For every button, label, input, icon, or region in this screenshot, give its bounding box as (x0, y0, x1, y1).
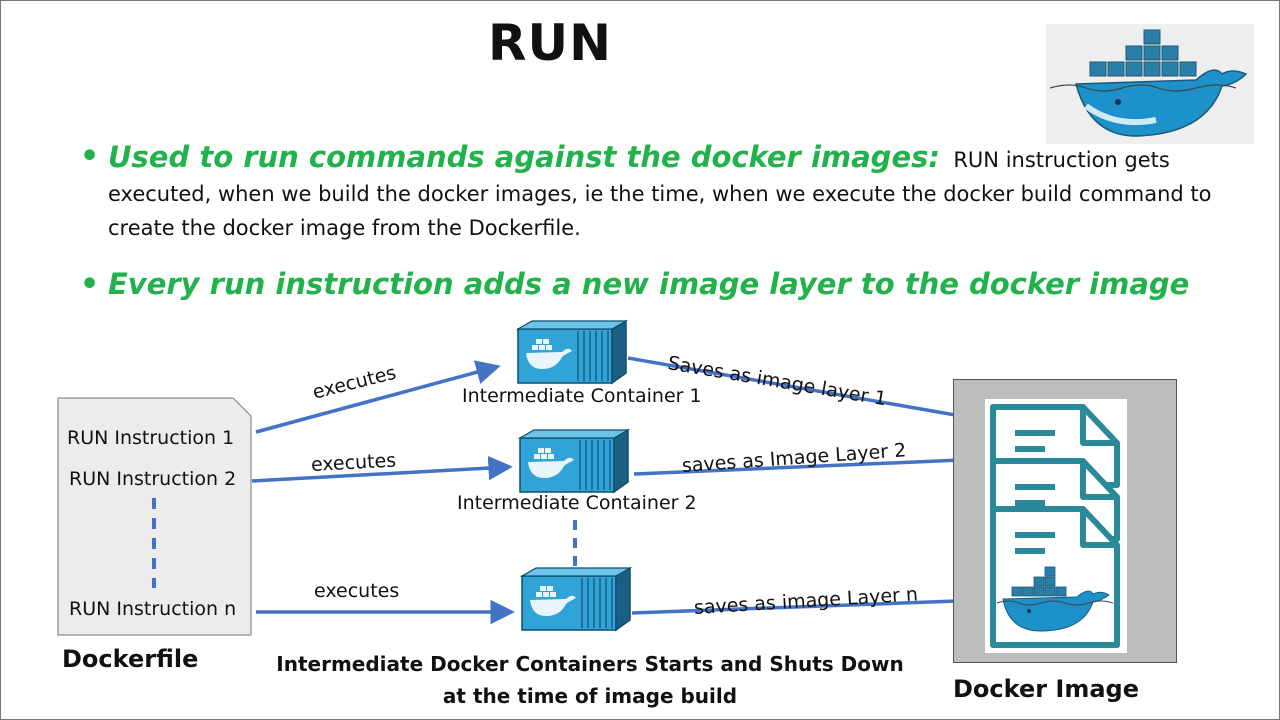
bullet-list: • Used to run commands against the docke… (80, 140, 1230, 303)
docker-image-panel (953, 379, 1177, 663)
diagram-caption: Intermediate Docker Containers Starts an… (270, 648, 910, 712)
arrow-saves-3 (631, 588, 989, 615)
intermediate-container-1-label: Intermediate Container 1 (462, 385, 702, 407)
docker-image-layers (985, 399, 1127, 653)
bullet-dot-icon: • (80, 139, 100, 174)
container-icon (517, 320, 627, 384)
arrow-saves-2 (633, 447, 989, 476)
executes-label-2: executes (310, 449, 397, 476)
docker-whale-icon (996, 566, 1114, 632)
dockerfile-shape (57, 397, 252, 636)
container-icon (521, 567, 631, 631)
bullet-dot-icon: • (80, 267, 100, 302)
dockerfile-label: Dockerfile (62, 645, 199, 673)
slide-title: RUN (488, 14, 612, 72)
bullet-1-highlight: Used to run commands against the docker … (108, 140, 929, 174)
bullet-2-highlight: Every run instruction adds a new image l… (108, 267, 1190, 301)
docker-image-label: Docker Image (953, 675, 1140, 703)
caption-line-2: at the time of image build (442, 684, 738, 708)
intermediate-container-2-label: Intermediate Container 2 (457, 492, 697, 514)
run-instruction-1: RUN Instruction 1 (67, 427, 235, 449)
run-instruction-n: RUN Instruction n (69, 598, 237, 620)
arrow-executes-1 (255, 360, 501, 434)
container-icon (519, 429, 629, 493)
arrow-executes-2 (251, 455, 513, 483)
bullet-item-1: • Used to run commands against the docke… (80, 140, 1230, 245)
executes-label-3: executes (314, 580, 400, 602)
arrow-saves-1 (627, 356, 989, 429)
docker-logo (1046, 24, 1254, 144)
caption-line-1: Intermediate Docker Containers Starts an… (276, 652, 904, 676)
bullet-item-2: • Every run instruction adds a new image… (80, 267, 1230, 302)
bullet-1-text: RUN instruction gets executed, when we b… (108, 148, 1212, 240)
bullet-1-separator: : (928, 140, 940, 174)
run-instruction-2: RUN Instruction 2 (69, 468, 237, 490)
